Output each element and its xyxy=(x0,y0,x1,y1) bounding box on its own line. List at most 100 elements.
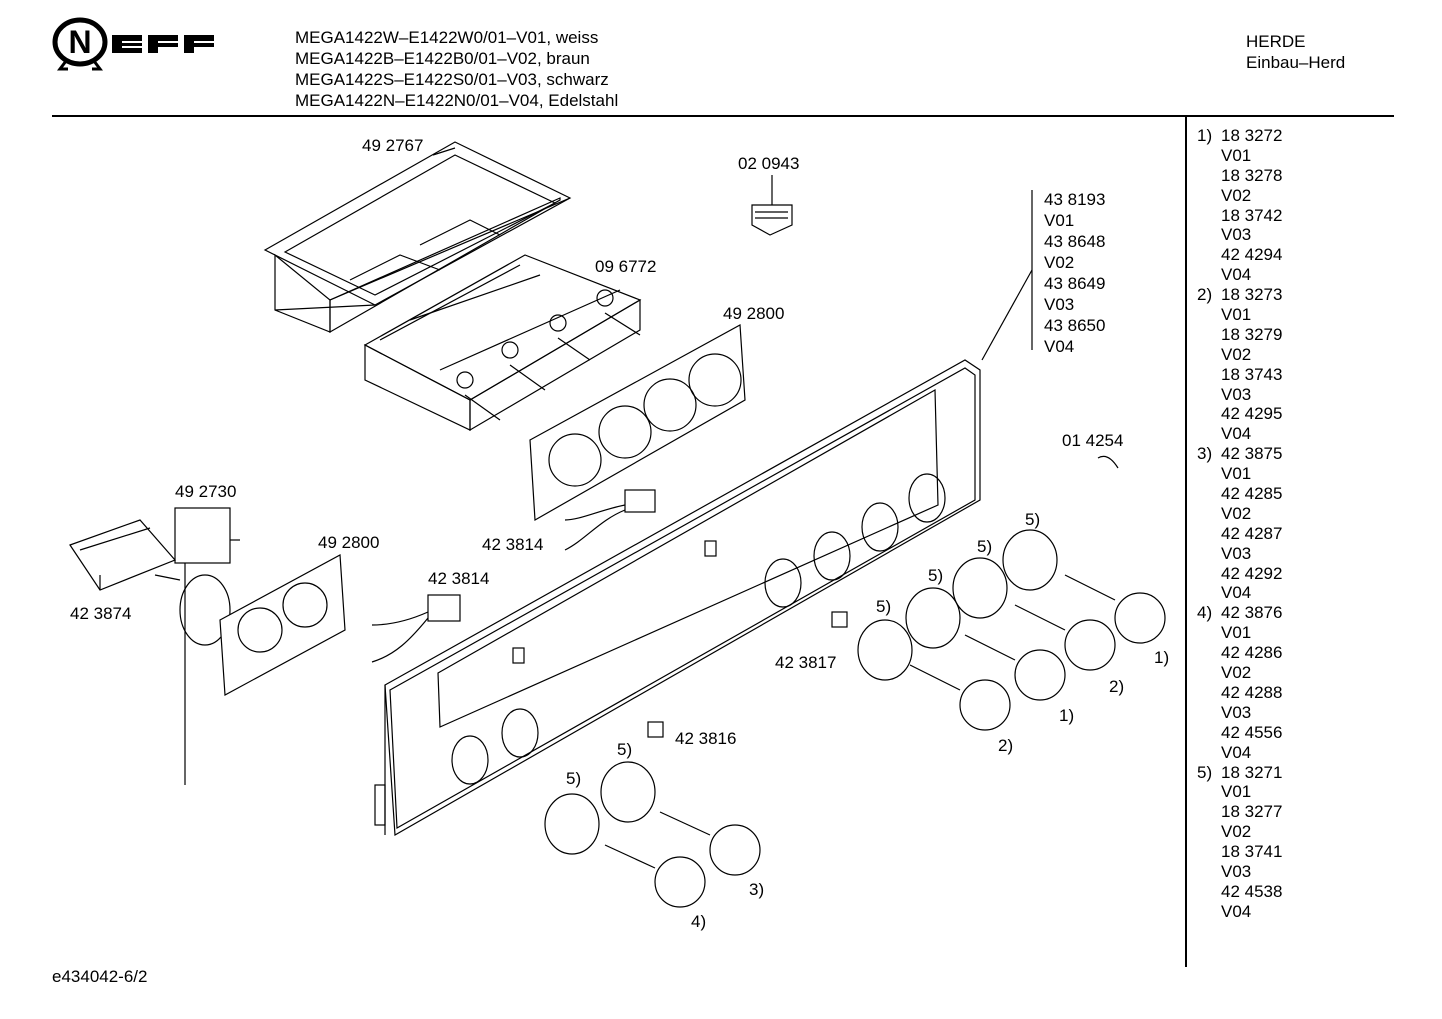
category-block: HERDE Einbau–Herd xyxy=(1246,31,1345,73)
part-label: 01 4254 xyxy=(1062,431,1124,450)
category-title: HERDE xyxy=(1246,32,1306,51)
legend-value: V02 xyxy=(1221,663,1252,683)
legend-row: 18 3277 xyxy=(1197,802,1282,822)
legend-value: V02 xyxy=(1221,503,1252,523)
callout-label: 5) xyxy=(928,566,944,585)
panel-variant: V01 xyxy=(1044,211,1075,230)
panel-variant: V04 xyxy=(1044,337,1075,356)
panel-variant: 43 8193 xyxy=(1044,190,1106,209)
legend-index xyxy=(1197,385,1221,405)
control-knob xyxy=(604,574,1166,908)
legend-index xyxy=(1197,683,1221,703)
svg-text:N: N xyxy=(68,24,91,60)
legend-row: 4)42 3876 xyxy=(1197,603,1282,623)
legend-row: V04 xyxy=(1197,583,1282,603)
legend-index xyxy=(1197,166,1221,186)
legend-index xyxy=(1197,822,1221,842)
legend-value: 42 4288 xyxy=(1221,682,1283,702)
legend-index xyxy=(1197,245,1221,265)
legend-index xyxy=(1197,504,1221,524)
document-id: e434042-6/2 xyxy=(52,967,148,986)
legend-value: 42 4538 xyxy=(1221,881,1283,901)
legend-value: V03 xyxy=(1221,702,1252,722)
legend-index xyxy=(1197,862,1221,882)
legend-row: V01 xyxy=(1197,782,1282,802)
legend-divider xyxy=(1185,117,1187,967)
legend-value: V03 xyxy=(1221,543,1252,563)
legend-value: 42 3875 xyxy=(1221,444,1283,464)
legend-row: 42 4294 xyxy=(1197,245,1282,265)
legend-row: V02 xyxy=(1197,504,1282,524)
knob-cap xyxy=(544,529,1058,855)
legend-index xyxy=(1197,146,1221,166)
panel-variant: V03 xyxy=(1044,295,1075,314)
part-label: 49 2730 xyxy=(175,482,237,501)
connector-part xyxy=(371,594,461,663)
legend-row: V01 xyxy=(1197,305,1282,325)
part-label: 42 3816 xyxy=(675,729,737,748)
callout-label: 2) xyxy=(998,736,1014,755)
legend-row: V02 xyxy=(1197,822,1282,842)
legend-index xyxy=(1197,345,1221,365)
connector-part xyxy=(564,489,656,551)
legend-index: 1) xyxy=(1197,126,1213,145)
legend-row: V03 xyxy=(1197,544,1282,564)
legend-row: V02 xyxy=(1197,186,1282,206)
legend-value: 18 3277 xyxy=(1221,802,1283,822)
legend-row: V02 xyxy=(1197,345,1282,365)
legend-row: V04 xyxy=(1197,902,1282,922)
callout-label: 3) xyxy=(749,880,765,899)
legend-value: 18 3742 xyxy=(1221,205,1283,225)
callout-label: 4) xyxy=(691,912,707,931)
legend-index xyxy=(1197,186,1221,206)
legend-row: 18 3278 xyxy=(1197,166,1282,186)
legend-index xyxy=(1197,404,1221,424)
category-subtitle: Einbau–Herd xyxy=(1246,53,1346,72)
legend-row: 1) 18 3272 xyxy=(1197,126,1282,146)
legend-value: 18 3272 xyxy=(1221,126,1283,145)
part-label: 49 2767 xyxy=(362,136,424,155)
panel-variant: 43 8648 xyxy=(1044,232,1106,251)
legend-value: 18 3273 xyxy=(1221,285,1283,305)
legend-value: 42 4292 xyxy=(1221,563,1283,583)
terminal-block-part xyxy=(363,254,642,432)
legend-value: V03 xyxy=(1221,384,1252,404)
legend-row: V04 xyxy=(1197,743,1282,763)
switch-pin-part xyxy=(751,175,793,236)
legend-index xyxy=(1197,424,1221,444)
legend-row: 18 3279 xyxy=(1197,325,1282,345)
legend-index: 5) xyxy=(1197,762,1213,782)
panel-variant-list: 43 8193 V01 43 8648 V02 43 8649 V03 43 8… xyxy=(1044,189,1105,357)
callout-label: 5) xyxy=(617,740,633,759)
legend-index: 3) xyxy=(1197,444,1213,464)
legend-index xyxy=(1197,564,1221,584)
legend-index xyxy=(1197,325,1221,345)
part-label: 42 3817 xyxy=(775,653,837,672)
tray-part xyxy=(263,141,572,334)
legend-index xyxy=(1197,902,1221,922)
legend-row: 42 4292 xyxy=(1197,564,1282,584)
legend-value: 42 4556 xyxy=(1221,722,1283,742)
legend-row: V04 xyxy=(1197,424,1282,444)
part-label: 42 3814 xyxy=(428,569,490,588)
legend-index xyxy=(1197,782,1221,802)
indicator-lamp-part xyxy=(647,721,664,738)
legend-index xyxy=(1197,663,1221,683)
legend-value: V03 xyxy=(1221,861,1252,881)
legend-index xyxy=(1197,723,1221,743)
model-line: MEGA1422W–E1422W0/01–V01, weiss xyxy=(295,28,599,47)
legend-value: 42 4285 xyxy=(1221,484,1283,504)
callout-label: 5) xyxy=(977,537,993,556)
legend-value: V01 xyxy=(1221,305,1252,325)
part-label: 49 2800 xyxy=(318,533,380,552)
legend-index xyxy=(1197,583,1221,603)
legend-row: V02 xyxy=(1197,663,1282,683)
selector-switch-part xyxy=(174,507,240,785)
legend-value: 18 3278 xyxy=(1221,165,1283,185)
legend-row: V01 xyxy=(1197,464,1282,484)
part-label: 02 0943 xyxy=(738,154,800,173)
exploded-view-drawing xyxy=(69,141,1166,908)
legend-value: 18 3743 xyxy=(1221,364,1283,384)
part-label: 49 2800 xyxy=(723,304,785,323)
legend-value: V02 xyxy=(1221,344,1252,364)
